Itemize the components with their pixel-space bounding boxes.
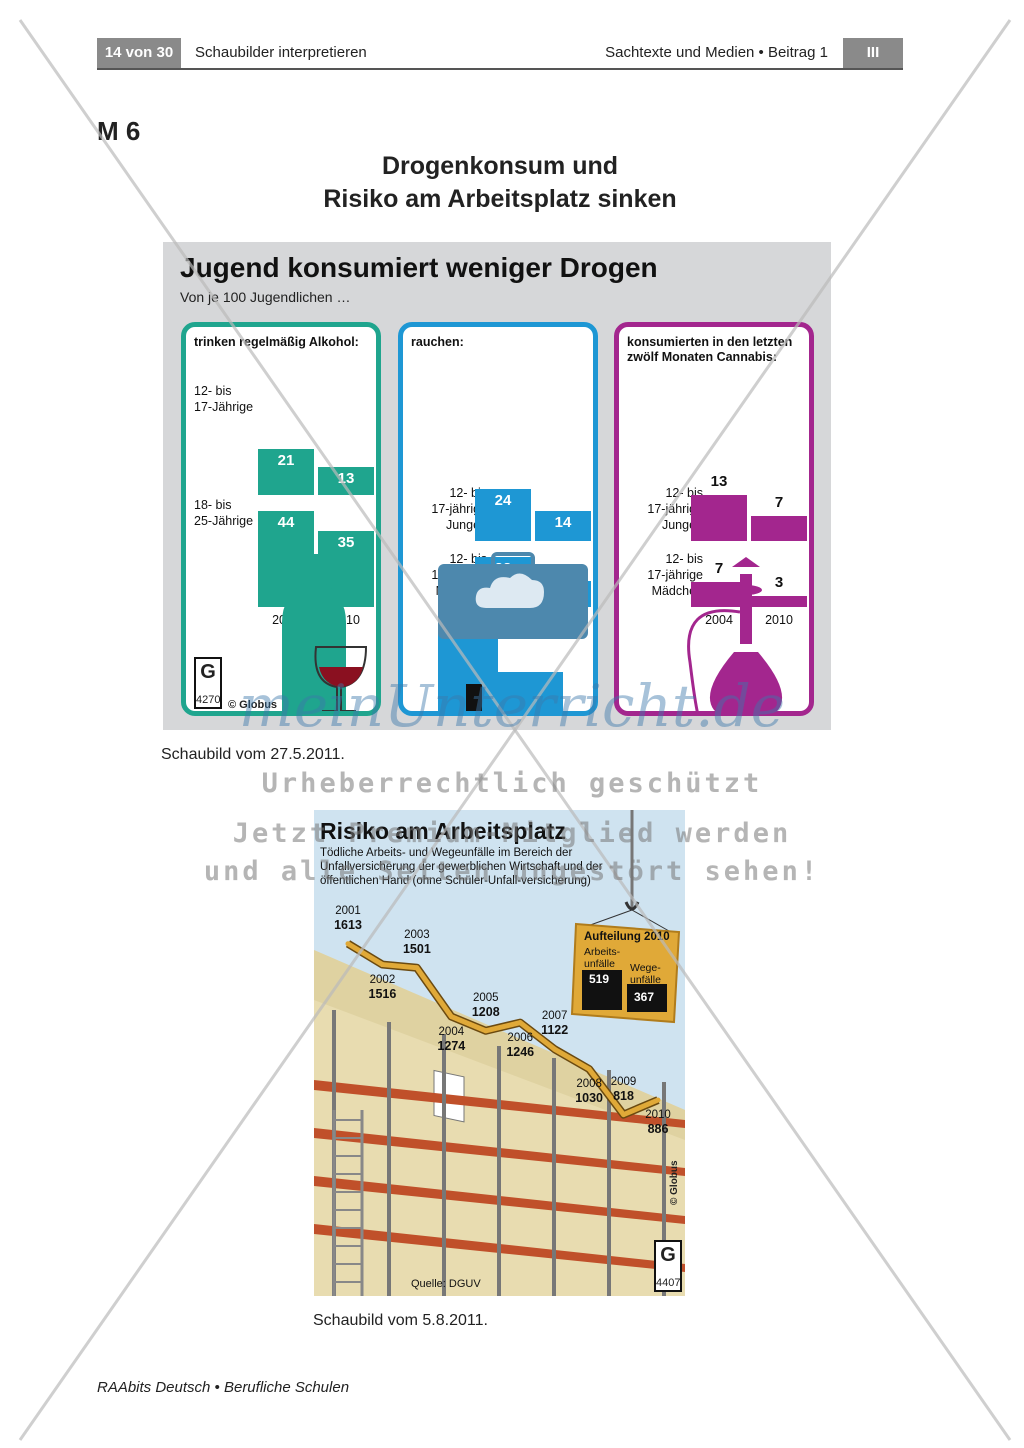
data-value-label: 1208: [471, 1004, 500, 1019]
header-right-title: Sachtexte und Medien • Beitrag 1: [605, 44, 828, 61]
x-tick-label: 2005: [472, 991, 499, 1004]
accident-source: Quelle: DGUV: [411, 1278, 481, 1290]
watermark-brand: meinUnterricht.de: [238, 672, 786, 740]
page-title-line2: Risiko am Arbeitsplatz sinken: [323, 185, 677, 213]
page-number-badge: 14 von 30: [97, 38, 181, 68]
split-label-way: Wege- unfälle: [630, 962, 661, 986]
x-tick-label: 2001: [335, 904, 361, 917]
data-point: [552, 1046, 558, 1052]
data-value-label: 1274: [437, 1038, 466, 1053]
caption-chart1: Schaubild vom 27.5.2011.: [161, 746, 345, 763]
drug-chart: Jugend konsumiert weniger Drogen Von je …: [163, 242, 831, 730]
data-value-label: 818: [613, 1088, 634, 1103]
hookah-icon: [687, 557, 782, 711]
x-tick-label: 2007: [541, 1010, 568, 1023]
data-value-label: 886: [647, 1122, 669, 1136]
panel-smoking: rauchen:12- bis 17-jährige Jungen241412-…: [398, 322, 598, 716]
data-value-label: 1501: [402, 941, 431, 956]
data-point: [621, 1112, 627, 1118]
panel-cannabis: konsumierten in den letzten zwölf Monate…: [614, 322, 814, 716]
caption-chart2: Schaubild vom 5.8.2011.: [313, 1312, 488, 1329]
split-label-work: Arbeits- unfälle: [584, 946, 621, 970]
x-tick-label: 2004: [438, 1025, 465, 1038]
x-tick-label: 2002: [369, 973, 396, 986]
watermark-line1: Urheberrechtlich geschützt: [261, 768, 763, 799]
data-point: [448, 1014, 454, 1020]
data-value-label: 1516: [368, 986, 397, 1001]
page-footer: RAAbits Deutsch • Berufliche Schulen: [97, 1379, 350, 1396]
globus-logo-2: G 4407: [654, 1240, 682, 1292]
data-point: [345, 941, 351, 947]
data-point: [483, 1028, 489, 1034]
watermark-line3: und alle Seiten ungestört sehen!: [203, 856, 821, 887]
split-value-work: 519: [589, 972, 610, 986]
watermark-line2: Jetzt Premium-Mitglied werden: [232, 818, 792, 849]
accident-credit: © Globus: [669, 1160, 680, 1205]
data-value-label: 1122: [541, 1023, 569, 1038]
data-point: [414, 965, 420, 971]
data-point: [517, 1020, 523, 1026]
globus-code-2: 4407: [656, 1277, 681, 1289]
briefcase-icon: [438, 552, 588, 711]
split-title: Aufteilung 2010: [584, 931, 670, 943]
data-point: [379, 962, 385, 968]
drug-chart-title: Jugend konsumiert weniger Drogen: [180, 252, 658, 283]
data-point: [655, 1097, 661, 1103]
panel-alcohol: trinken regelmäßig Alkohol:12- bis 17-Jä…: [181, 322, 381, 716]
material-label: M 6: [97, 116, 141, 146]
x-tick-label: 2009: [610, 1075, 637, 1088]
page-title-line1: Drogenkonsum und: [381, 152, 619, 180]
data-value-label: 1613: [334, 917, 362, 932]
x-tick-label: 2010: [645, 1109, 671, 1121]
header-roman-badge: III: [843, 38, 903, 68]
split-value-way: 367: [634, 990, 655, 1004]
data-value-label: 1246: [506, 1044, 535, 1059]
page-header: 14 von 30 Schaubilder interpretieren Sac…: [97, 38, 903, 70]
x-tick-label: 2003: [404, 928, 430, 941]
data-point: [586, 1066, 592, 1072]
drug-chart-subtitle: Von je 100 Jugendlichen …: [180, 289, 351, 305]
header-left-title: Schaubilder interpretieren: [195, 44, 367, 61]
